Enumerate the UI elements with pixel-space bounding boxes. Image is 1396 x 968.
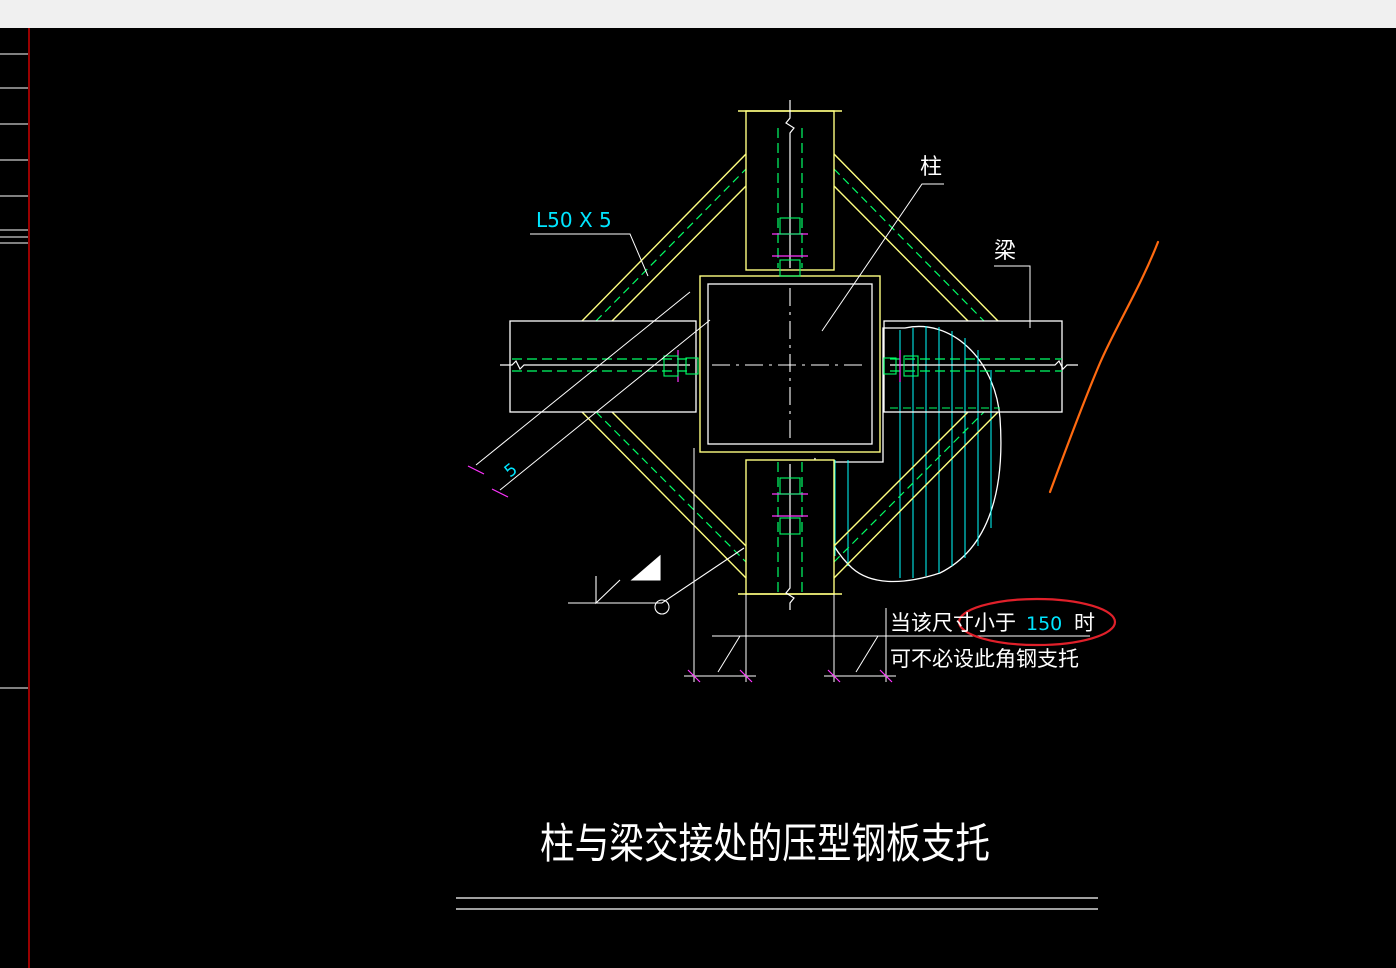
dimension-lines [684,448,1090,682]
weld-symbol [568,547,745,615]
weld-dim-ticks [467,465,509,498]
cad-drawing-canvas[interactable]: L50 X 5 柱 梁 5 当该尺寸小于 150 时 可不必设此角钢支托 柱与梁… [0,28,1396,968]
angle-steel-dashes [595,168,985,563]
title-underlines [456,897,1098,910]
leader-lines [475,183,1031,491]
column-section [699,275,881,453]
note-value: 150 [1026,613,1062,635]
title-bar [0,0,1396,29]
note-line1-prefix: 当该尺寸小于 [890,611,1016,635]
drawing-svg: L50 X 5 柱 梁 5 当该尺寸小于 150 时 可不必设此角钢支托 柱与梁… [0,28,1160,968]
note-line2: 可不必设此角钢支托 [890,647,1079,671]
dimension-ticks [687,669,893,683]
beam-left [500,320,697,413]
left-frame [0,28,30,968]
angle-steel-supports [581,153,999,579]
column-centerline [785,100,795,610]
drawing-title: 柱与梁交接处的压型钢板支托 [540,819,990,868]
column-label: 柱 [920,155,942,180]
weld-size-label: 5 [501,460,522,482]
orange-markup-stroke [1048,240,1160,494]
beam-label: 梁 [994,239,1016,264]
angle-steel-label: L50 X 5 [536,208,612,232]
red-ellipse-markup [957,597,1117,647]
note-line1-suffix: 时 [1074,611,1095,635]
bolt-symbols [663,217,919,535]
